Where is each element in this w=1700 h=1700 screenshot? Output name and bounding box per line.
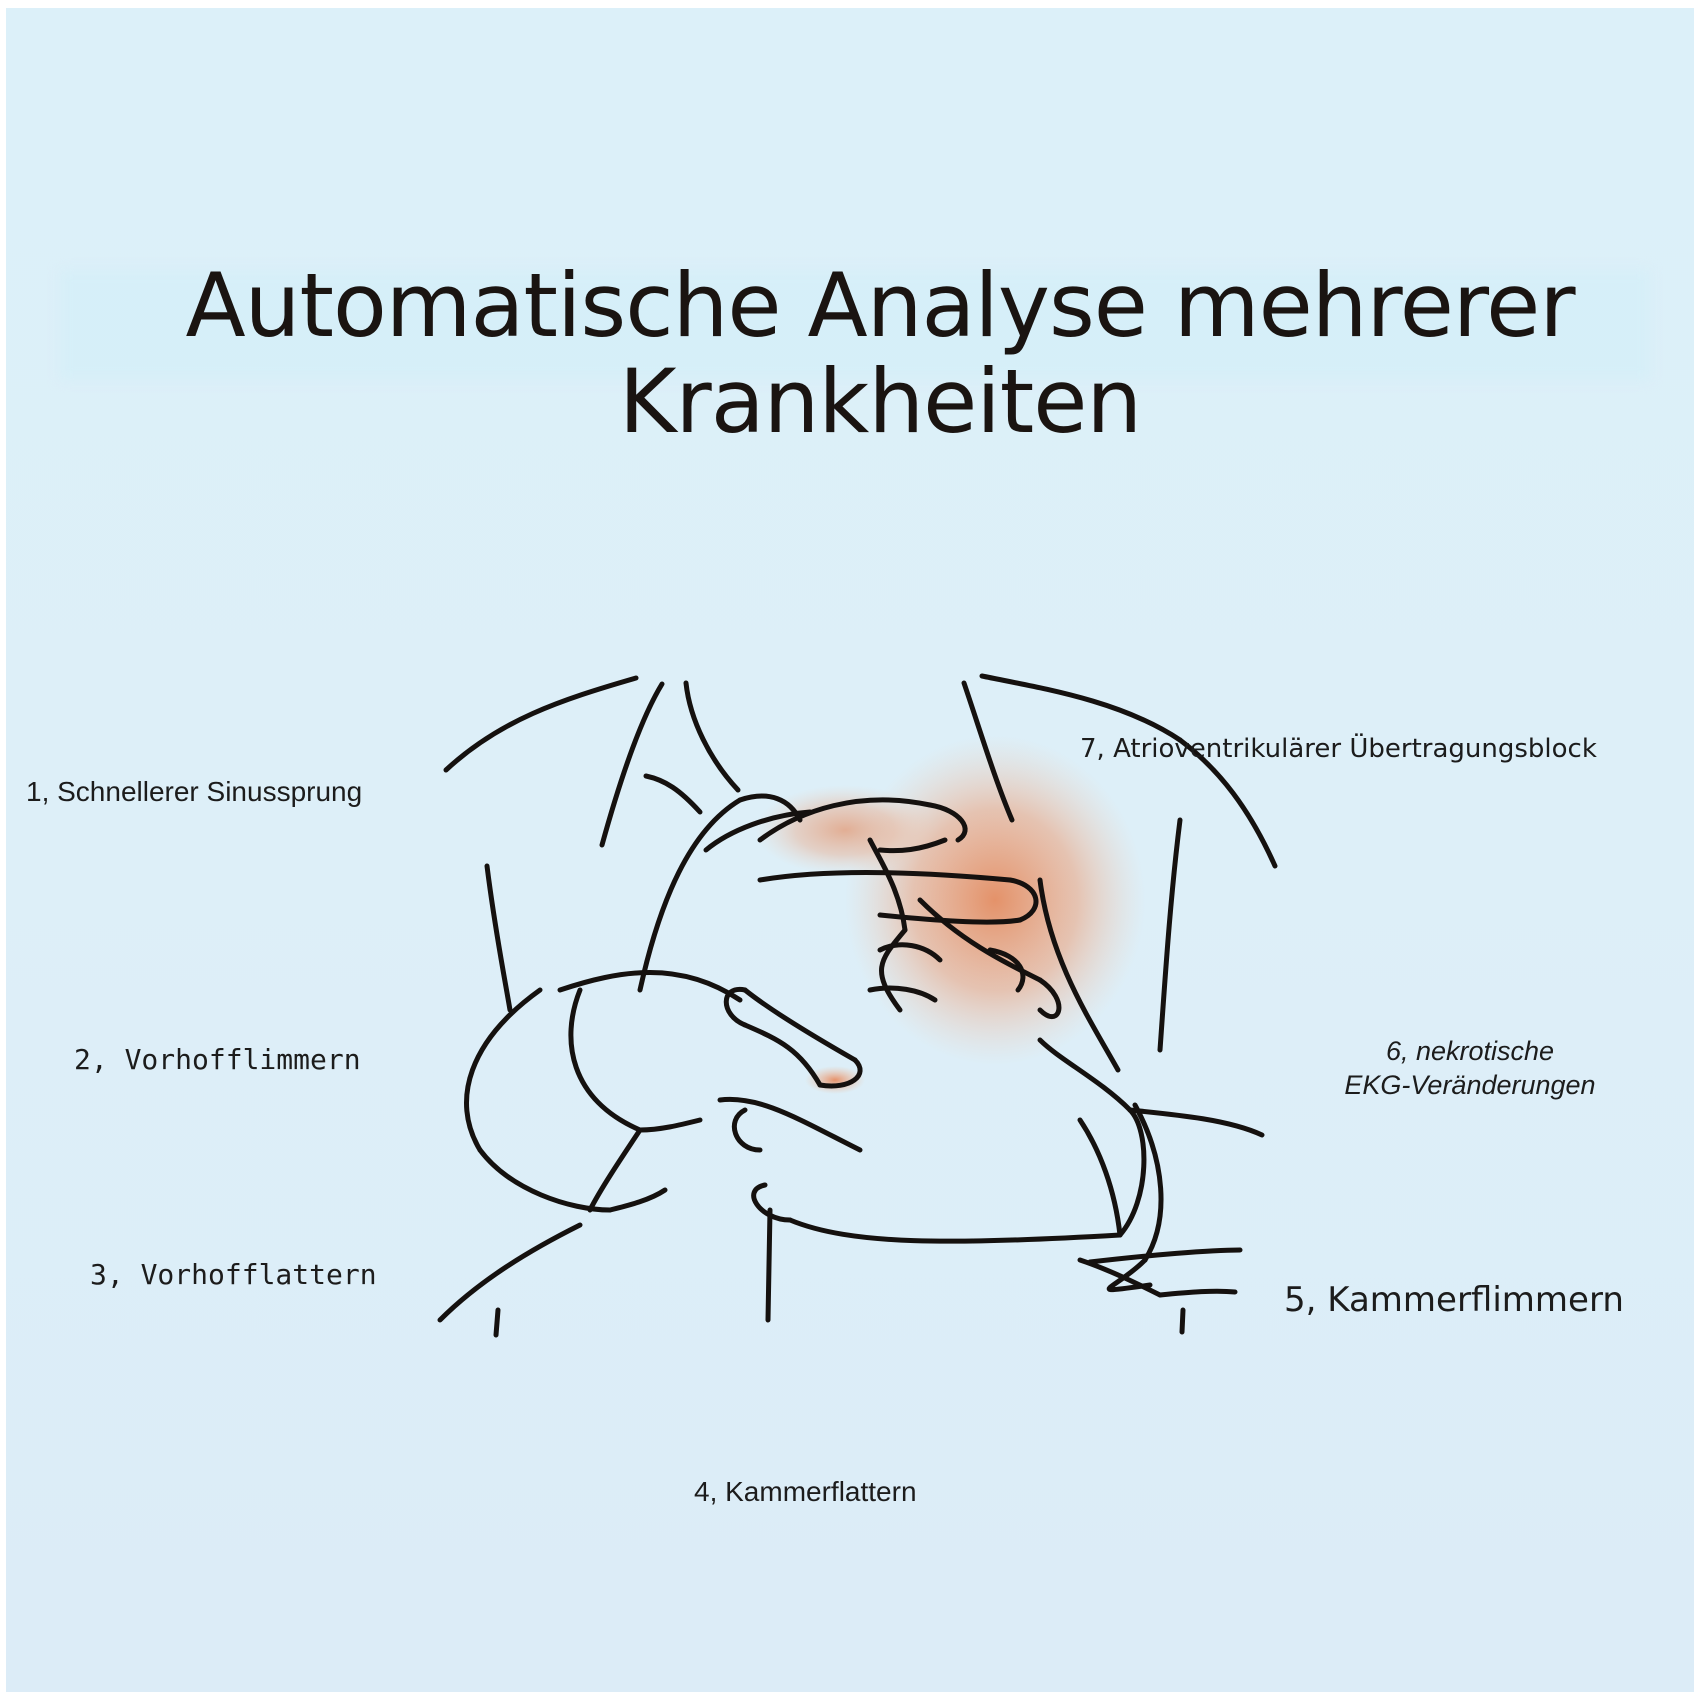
page-title: Automatische Analyse mehrerer Krankheite… xyxy=(0,258,1700,450)
condition-label-4: 4, Kammerflattern xyxy=(694,1476,917,1507)
condition-label-6-line-2: EKG-Veränderungen xyxy=(1344,1070,1596,1100)
pain-glow xyxy=(755,735,1145,1094)
condition-label-6: 6, nekrotische EKG-Veränderungen xyxy=(1300,1034,1640,1102)
condition-label-2: 2, Vorhofflimmern xyxy=(74,1043,361,1076)
condition-label-3: 3, Vorhofflattern xyxy=(90,1258,377,1291)
condition-label-7: 7, Atrioventrikulärer Übertragungsblock xyxy=(1080,734,1597,764)
condition-label-1: 1, Schnellerer Sinussprung xyxy=(26,776,363,807)
condition-label-5: 5, Kammerflimmern xyxy=(1284,1280,1624,1320)
body-outline xyxy=(437,673,1278,1338)
page-title-line-2: Krankheiten xyxy=(618,350,1142,453)
page-title-line-1: Automatische Analyse mehrerer xyxy=(185,254,1575,357)
title-highlight-band xyxy=(60,270,1650,380)
condition-label-6-line-1: 6, nekrotische xyxy=(1385,1036,1555,1066)
